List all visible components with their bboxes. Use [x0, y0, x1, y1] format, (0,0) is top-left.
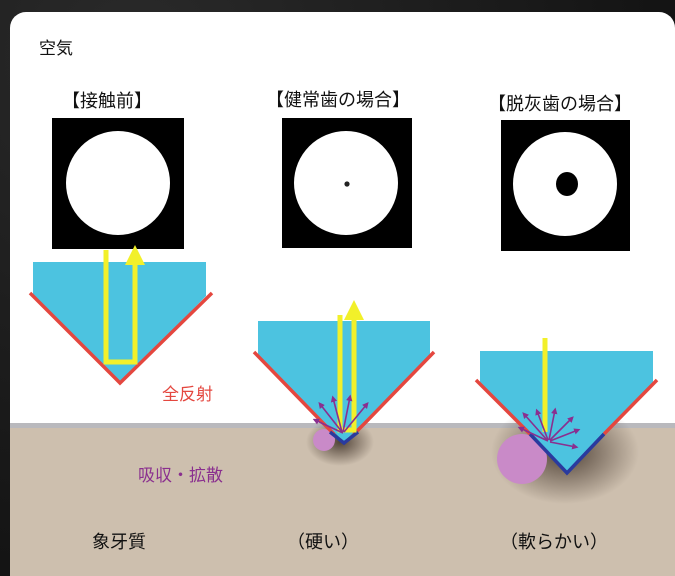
diagram-panel: 空気 【接触前】 【健常歯の場合】 【脱灰歯の場合】 全反射 吸収・拡散 象牙質…: [10, 12, 675, 576]
scatter-arrow-icon: [517, 407, 581, 450]
reflection-diagram: [28, 118, 659, 504]
image-healthy: [282, 118, 412, 248]
up-arrow-icon: [344, 300, 364, 320]
prism-demineralized: [474, 338, 659, 476]
prism-before-contact: [28, 245, 214, 386]
image-before-contact: [52, 118, 184, 249]
up-arrow-icon: [125, 245, 145, 265]
label-absorption-scatter: 吸収・拡散: [138, 466, 223, 486]
label-dentin: 象牙質: [92, 532, 146, 553]
label-before-contact: 【接触前】: [62, 91, 152, 112]
image-demineralized: [501, 120, 630, 251]
prism-healthy: [252, 300, 436, 446]
absorption-blob-healthy: [313, 429, 335, 451]
label-demineralized: 【脱灰歯の場合】: [488, 94, 632, 115]
label-air: 空気: [39, 39, 73, 59]
label-soft: （軟らかい）: [500, 532, 608, 553]
scatter-arrow-icon: [312, 394, 369, 434]
label-hard: （硬い）: [287, 532, 359, 553]
absorption-blob-demineralized: [497, 434, 547, 484]
label-healthy: 【健常歯の場合】: [266, 90, 410, 111]
light-path-healthy: [337, 315, 357, 433]
label-total-reflection: 全反射: [162, 385, 213, 405]
light-path-before: [103, 250, 138, 365]
